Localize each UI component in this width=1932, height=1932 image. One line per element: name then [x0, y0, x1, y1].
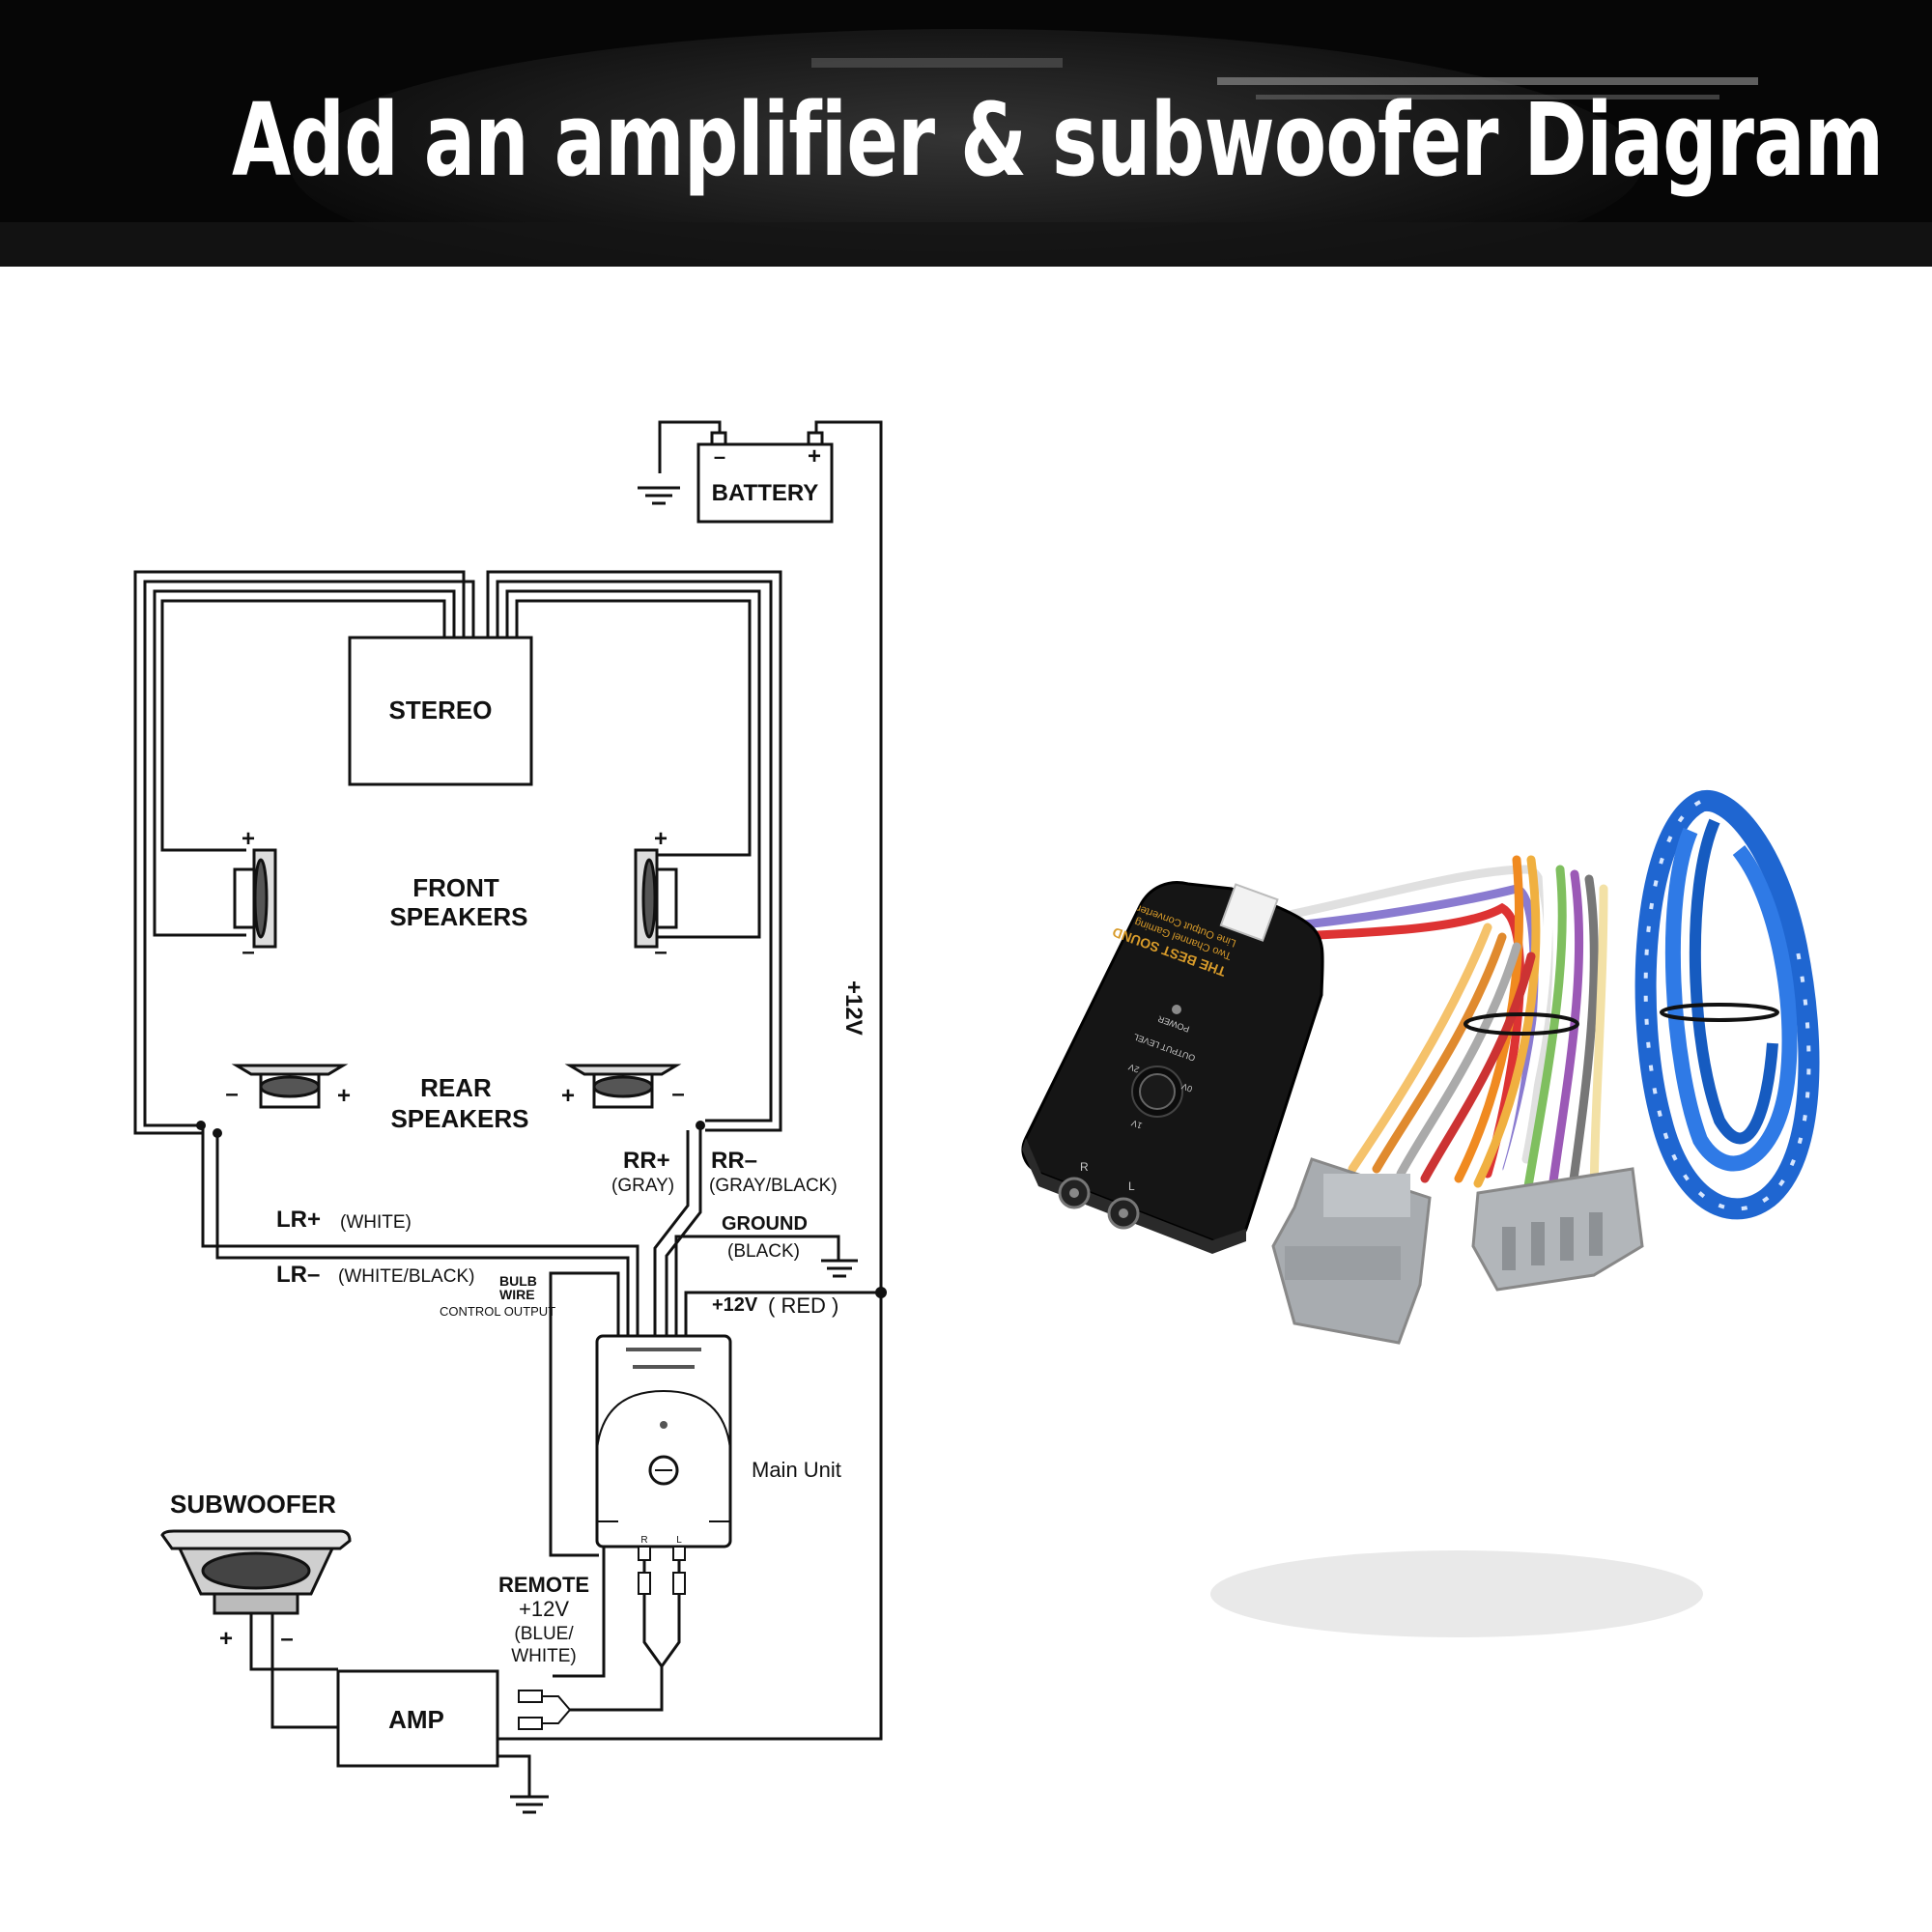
- front-left-minus: –: [242, 939, 254, 965]
- rr-plus-label: RR+: [623, 1148, 670, 1174]
- product-one-v: 1V: [1130, 1118, 1144, 1130]
- lr-plus-label: LR+: [276, 1207, 321, 1233]
- plus12v-vertical-label: +12V: [840, 980, 867, 1036]
- line-output-converter-photo: THE BEST SOUND Two Channel Gaming Line O…: [1021, 881, 1324, 1254]
- product-r: R: [1080, 1160, 1089, 1174]
- red-label: ( RED ): [768, 1293, 838, 1318]
- ground-color: (BLACK): [727, 1241, 800, 1262]
- subwoofer-label: SUBWOOFER: [170, 1490, 336, 1519]
- battery-minus: –: [714, 444, 725, 469]
- bulb-wire-line2: WIRE: [499, 1287, 535, 1302]
- battery-plus: +: [808, 443, 821, 469]
- lr-minus-label: LR–: [276, 1262, 320, 1288]
- bulb-wire-line1: BULB: [499, 1273, 537, 1289]
- product-zero-v: 0V: [1180, 1081, 1194, 1094]
- lr-plus-color: (WHITE): [340, 1212, 412, 1233]
- plus12v-red-label: +12V: [712, 1294, 758, 1316]
- subwoofer-minus: –: [280, 1626, 293, 1652]
- remote-line3: (BLUE/: [514, 1624, 574, 1644]
- subwoofer-plus: +: [219, 1626, 233, 1652]
- lr-minus-color: (WHITE/BLACK): [338, 1266, 474, 1287]
- rear-left-speaker-icon: [231, 1064, 349, 1109]
- amp-box: [336, 1669, 499, 1768]
- main-unit-r: R: [640, 1535, 647, 1546]
- product-shadow: [1210, 1550, 1703, 1637]
- harness-connector-left-icon: [1271, 1157, 1432, 1345]
- main-unit-label: Main Unit: [752, 1458, 841, 1482]
- front-speakers-line1: FRONT: [412, 873, 499, 902]
- front-right-minus: –: [654, 939, 667, 965]
- front-left-speaker-icon: [233, 848, 277, 949]
- rca-plugs-icon: [518, 1690, 571, 1730]
- rr-plus-color: (GRAY): [611, 1176, 674, 1196]
- front-right-speaker-icon: [634, 848, 678, 949]
- remote-line2: +12V: [519, 1597, 569, 1621]
- product-two-v: 2V: [1127, 1062, 1141, 1074]
- amp-label: AMP: [388, 1705, 444, 1734]
- remote-line1: REMOTE: [498, 1573, 589, 1597]
- rear-right-minus: –: [671, 1081, 684, 1107]
- rr-minus-label: RR–: [711, 1148, 757, 1174]
- product-l: L: [1128, 1179, 1135, 1193]
- rear-speakers-line2: SPEAKERS: [390, 1104, 528, 1133]
- battery-label: BATTERY: [712, 480, 819, 506]
- rear-left-plus: +: [337, 1083, 351, 1109]
- subwoofer-icon: [160, 1529, 352, 1615]
- rear-speakers-line1: REAR: [420, 1073, 492, 1102]
- header-banner: Add an amplifier & subwoofer Diagram: [0, 0, 1932, 267]
- main-unit-l: L: [676, 1535, 682, 1546]
- banner-title: Add an amplifier & subwoofer Diagram: [232, 81, 1884, 199]
- front-speakers-line2: SPEAKERS: [389, 902, 527, 931]
- wiring-diagram: BATTERY – + STEREO + – + – FRONT SPEAKER…: [133, 420, 1820, 1814]
- ground-label: GROUND: [722, 1213, 808, 1235]
- stereo-box: [348, 636, 533, 786]
- rear-right-plus: +: [561, 1083, 575, 1109]
- control-output-label: CONTROL OUTPUT: [440, 1304, 555, 1319]
- blue-wire-coil-icon: [1634, 789, 1820, 1220]
- rear-left-minus: –: [225, 1081, 238, 1107]
- stereo-label: STEREO: [389, 696, 493, 724]
- harness-connector-right-icon: [1471, 1167, 1644, 1292]
- remote-line4: WHITE): [511, 1646, 577, 1666]
- front-left-plus: +: [242, 826, 255, 852]
- banner-background: [0, 0, 1932, 267]
- main-unit-drawing: [595, 1334, 732, 1595]
- battery-box: [696, 442, 834, 524]
- rear-right-speaker-icon: [564, 1064, 682, 1109]
- rr-minus-color: (GRAY/BLACK): [709, 1176, 838, 1196]
- front-right-plus: +: [654, 826, 668, 852]
- wire-harness-icon: [1270, 855, 1608, 1217]
